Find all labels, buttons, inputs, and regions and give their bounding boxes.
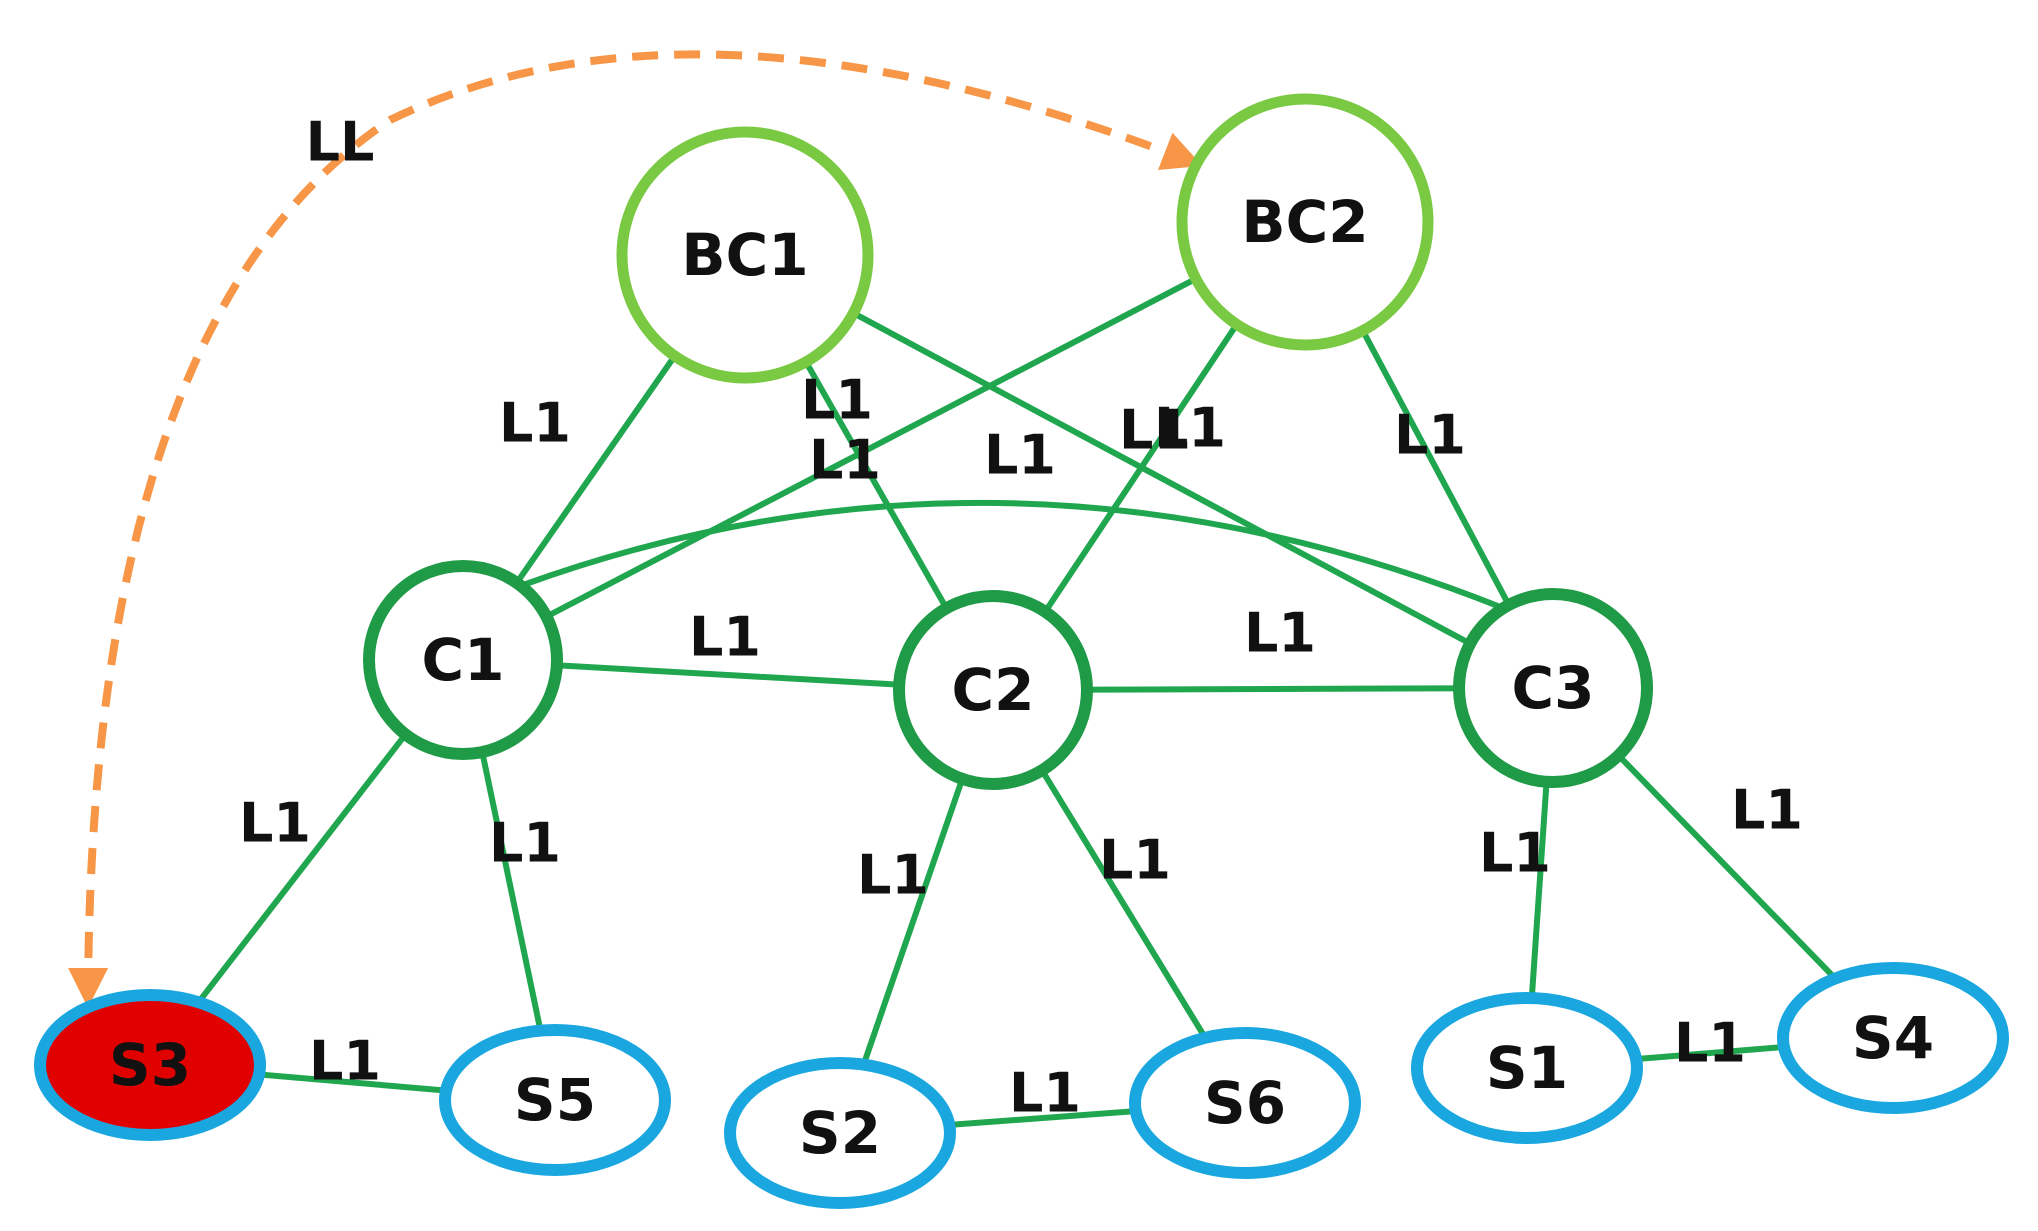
- edge-label-bc1-c2: L1: [801, 369, 873, 432]
- edge-label-c2-s6: L1: [1099, 829, 1171, 892]
- edge-label-s1-s4: L1: [1674, 1012, 1746, 1075]
- edge-label-s2-s6: L1: [1009, 1062, 1081, 1125]
- node-s5[interactable]: S5: [439, 1024, 671, 1176]
- node-label-s2: S2: [799, 1099, 881, 1167]
- edge-label-c3-s4: L1: [1731, 779, 1803, 842]
- node-s1[interactable]: S1: [1411, 992, 1643, 1144]
- node-bc2[interactable]: BC2: [1176, 93, 1434, 351]
- node-shape-s6: [1129, 1027, 1361, 1179]
- node-label-s4: S4: [1852, 1004, 1934, 1072]
- edge-label-c1-s3: L1: [239, 792, 311, 855]
- node-label-s5: S5: [514, 1066, 596, 1134]
- edge-label-c1-c3: L1: [984, 424, 1056, 487]
- node-shape-bc1: [616, 126, 874, 384]
- node-s6[interactable]: S6: [1129, 1027, 1361, 1179]
- edge-label-bc1-c3: L1: [1119, 399, 1191, 462]
- node-c1[interactable]: C1: [363, 560, 563, 760]
- edge-label-c2-c3: L1: [1244, 602, 1316, 665]
- edge-label-bc2-c3: L1: [1394, 404, 1466, 467]
- node-shape-s2: [724, 1057, 956, 1209]
- node-s4[interactable]: S4: [1777, 962, 2009, 1114]
- node-label-bc1: BC1: [681, 221, 808, 289]
- edge-label-c2-s2: L1: [857, 844, 929, 907]
- node-shape-c3: [1453, 588, 1653, 788]
- node-label-s3: S3: [109, 1031, 191, 1099]
- node-label-c3: C3: [1512, 654, 1595, 722]
- node-c3[interactable]: C3: [1453, 588, 1653, 788]
- edge-label-bc2-c2: L1: [1154, 397, 1226, 460]
- node-shape-bc2: [1176, 93, 1434, 351]
- node-shape-s3: [34, 989, 266, 1141]
- node-bc1[interactable]: BC1: [616, 126, 874, 384]
- node-shape-s1: [1411, 992, 1643, 1144]
- node-shape-c1: [363, 560, 563, 760]
- node-s3[interactable]: S3: [34, 989, 266, 1141]
- edge-label-bc2-c1: L1: [809, 429, 881, 492]
- node-label-c1: C1: [422, 626, 505, 694]
- edge-label-s3-s5: L1: [309, 1030, 381, 1093]
- edge-label-c1-s5: L1: [489, 812, 561, 875]
- dashed-link-layer: LL: [68, 50, 1203, 1008]
- node-label-s1: S1: [1486, 1034, 1568, 1102]
- node-shape-c2: [893, 590, 1093, 790]
- node-shape-s5: [439, 1024, 671, 1176]
- node-label-s6: S6: [1204, 1069, 1286, 1137]
- node-s2[interactable]: S2: [724, 1057, 956, 1209]
- edge-label-c1-c2: L1: [689, 606, 761, 669]
- node-c2[interactable]: C2: [893, 590, 1093, 790]
- edge-label-c3-s1: L1: [1479, 822, 1551, 885]
- dashed-link-s3-bc2: [68, 50, 1203, 1008]
- dashed-link-label: LL: [306, 111, 375, 174]
- edge-label-bc1-c1: L1: [499, 392, 571, 455]
- node-shape-s4: [1777, 962, 2009, 1114]
- node-label-c2: C2: [952, 656, 1035, 724]
- node-label-bc2: BC2: [1241, 188, 1368, 256]
